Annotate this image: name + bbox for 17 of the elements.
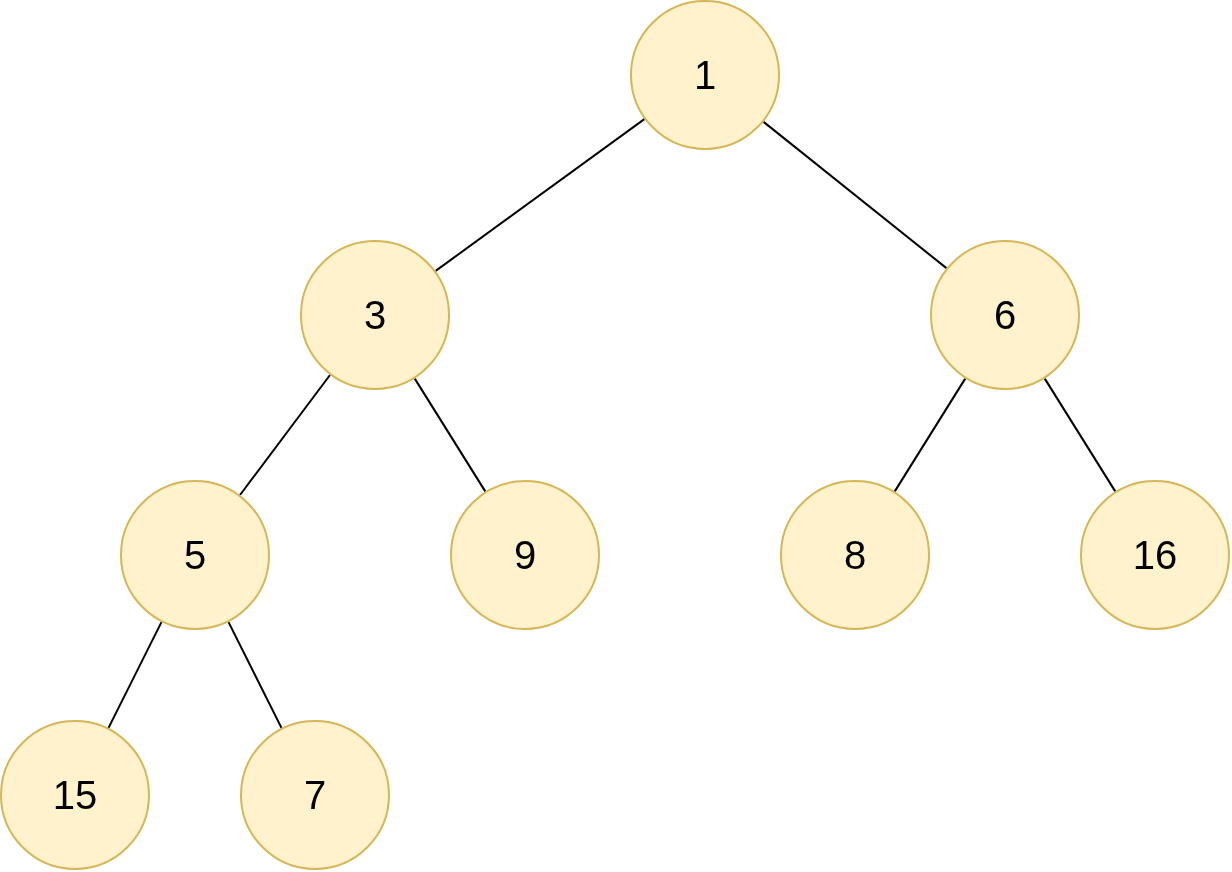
node-label: 3	[363, 295, 387, 335]
node-label: 5	[183, 535, 207, 575]
connector-line	[434, 118, 646, 272]
connector-line	[107, 621, 163, 729]
node-label: 8	[843, 535, 867, 575]
node-label: 16	[1132, 535, 1178, 575]
connector-line	[413, 377, 487, 493]
node-label: 7	[303, 775, 327, 815]
connector-line	[1043, 377, 1117, 493]
node-label: 15	[52, 775, 98, 815]
node-label: 9	[513, 535, 537, 575]
connector-line	[227, 621, 283, 729]
node-label: 6	[993, 295, 1017, 335]
connector-line	[893, 377, 967, 493]
node-label: 1	[693, 55, 717, 95]
connector-line	[762, 120, 948, 270]
connector-line	[239, 374, 331, 496]
